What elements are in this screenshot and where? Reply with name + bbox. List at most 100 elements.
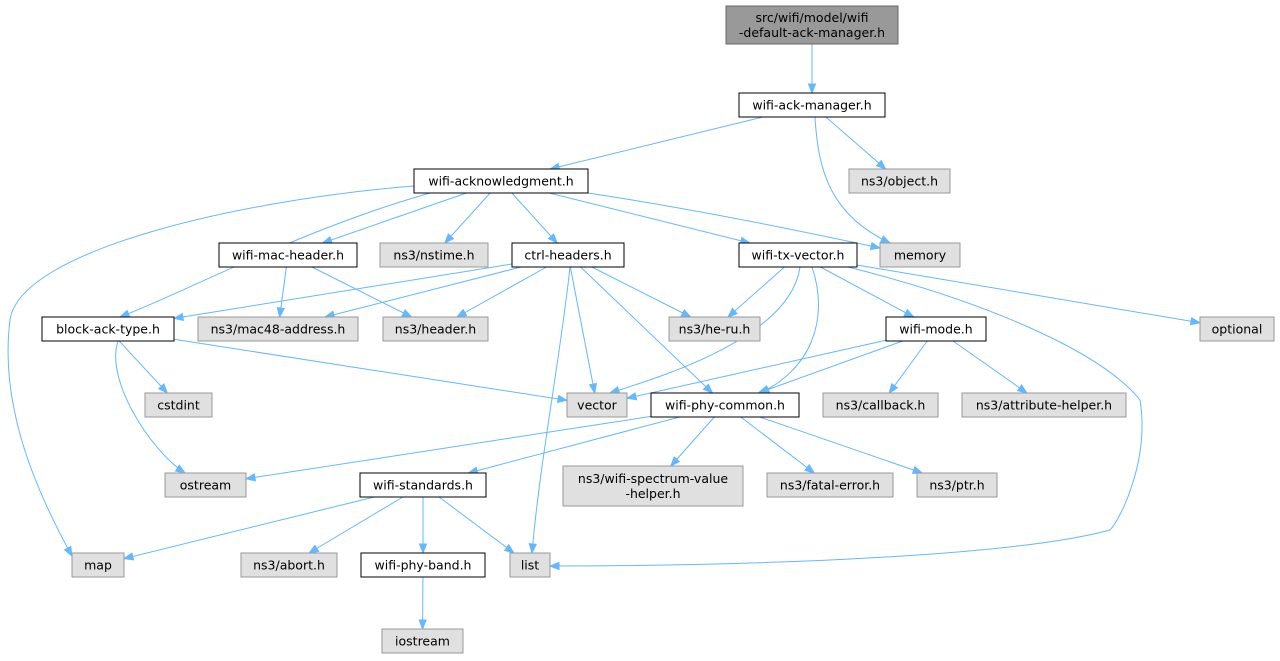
node-mode[interactable]: wifi-mode.h: [885, 316, 987, 342]
node-label: vector: [577, 398, 618, 413]
edge-band-to-iostream-arrowhead: [418, 619, 427, 631]
node-box: [164, 472, 247, 498]
edge-ackmgr-to-memory: [814, 116, 891, 244]
edge-ack-to-macheader-arrowhead: [321, 235, 333, 244]
node-macheader[interactable]: wifi-mac-header.h: [218, 242, 358, 268]
edge-mode-to-callback: [888, 340, 928, 394]
node-box: [218, 242, 358, 268]
node-ctrl[interactable]: ctrl-headers.h: [511, 242, 625, 268]
node-label: -helper.h: [625, 486, 680, 501]
node-label: ctrl-headers.h: [524, 248, 611, 263]
node-box: [562, 465, 744, 507]
edge-macheader-to-header: [311, 266, 412, 318]
edge-ack-to-blockack-arrowhead: [118, 309, 131, 318]
node-box: [885, 316, 987, 342]
node-label: ns3/abort.h: [253, 558, 325, 573]
node-label: wifi-tx-vector.h: [752, 248, 845, 263]
node-label: ns3/ptr.h: [929, 478, 984, 493]
edge-ack-to-macheader: [322, 192, 467, 244]
edge-mode-to-attrhelper-arrowhead: [1016, 384, 1029, 394]
edge-blockack-to-ostream-arrowhead: [174, 464, 187, 474]
node-label: map: [84, 558, 112, 573]
node-label: src/wifi/model/wifi: [756, 10, 869, 25]
edge-phycommon-to-standards: [468, 416, 680, 474]
edge-ack-to-nstime: [444, 192, 491, 244]
edge-ctrl-to-blockack: [173, 263, 513, 319]
node-band[interactable]: wifi-phy-band.h: [360, 552, 486, 578]
node-phycommon[interactable]: wifi-phy-common.h: [650, 392, 800, 418]
edge-ack-to-memory: [587, 192, 881, 249]
edge-ack-to-ctrl: [511, 192, 558, 244]
node-label: memory: [894, 248, 947, 263]
node-label: ns3/wifi-spectrum-value: [578, 471, 728, 486]
edge-standards-to-band-arrowhead: [418, 543, 428, 555]
node-txvector[interactable]: wifi-tx-vector.h: [738, 242, 858, 268]
edge-standards-to-map-arrowhead: [122, 552, 135, 561]
node-label: iostream: [395, 634, 450, 649]
node-box: [822, 392, 939, 418]
edge-mode-to-phycommon: [758, 340, 903, 394]
node-label: wifi-mac-header.h: [232, 248, 344, 263]
edge-phycommon-to-spectrum: [670, 416, 715, 467]
edge-root-to-ackmgr-arrowhead: [807, 83, 817, 95]
node-label: ns3/object.h: [861, 174, 938, 189]
edge-txvector-to-phycommon: [759, 266, 819, 394]
edge-ackmgr-to-memory-arrowhead: [879, 235, 892, 244]
edge-phycommon-to-spectrum-arrowhead: [669, 456, 681, 468]
edge-blockack-to-vector: [173, 338, 568, 401]
edge-ack-to-txvector: [549, 192, 750, 244]
node-box: [41, 316, 175, 342]
node-box: [197, 316, 359, 342]
node-label: -default-ack-manager.h: [739, 25, 885, 40]
node-box: [511, 242, 625, 268]
edge-ackmgr-to-object: [825, 116, 887, 170]
edge-phycommon-to-fatal: [740, 416, 815, 474]
node-ackmgr[interactable]: wifi-ack-manager.h: [738, 92, 886, 118]
node-ack[interactable]: wifi-acknowledgment.h: [413, 168, 589, 194]
node-box: [848, 168, 951, 194]
edge-ctrl-to-list: [531, 266, 571, 554]
edge-standards-to-map: [123, 496, 375, 560]
edge-phycommon-to-ostream: [245, 415, 652, 480]
edge-phycommon-to-ptr-arrowhead: [911, 465, 924, 474]
edge-mode-to-callback-arrowhead: [888, 382, 899, 395]
edge-ctrl-to-heru-arrowhead: [680, 308, 692, 318]
node-header: ns3/header.h: [382, 316, 489, 342]
node-callback: ns3/callback.h: [822, 392, 939, 418]
edge-mode-to-vector: [626, 339, 887, 399]
node-box: [879, 242, 961, 268]
edge-standards-to-abort-arrowhead: [307, 544, 320, 554]
node-box: [650, 392, 800, 418]
node-label: wifi-ack-manager.h: [752, 98, 871, 113]
node-nstime: ns3/nstime.h: [379, 242, 489, 268]
node-label: ns3/mac48-address.h: [211, 322, 346, 337]
node-blockack[interactable]: block-ack-type.h: [41, 316, 175, 342]
edge-phycommon-to-fatal-arrowhead: [804, 463, 816, 474]
node-abort: ns3/abort.h: [240, 552, 338, 578]
node-standards[interactable]: wifi-standards.h: [359, 472, 487, 498]
node-label: ns3/header.h: [395, 322, 476, 337]
edge-ackmgr-to-object-arrowhead: [875, 159, 887, 170]
node-box: [413, 168, 589, 194]
node-cstdint: cstdint: [144, 392, 213, 418]
edge-ctrl-to-blockack-arrowhead: [172, 312, 185, 322]
node-label: cstdint: [157, 398, 200, 413]
edge-ctrl-to-header-arrowhead: [455, 308, 468, 318]
node-box: [1199, 316, 1275, 342]
edge-mode-to-vector-arrowhead: [625, 392, 638, 401]
node-optional: optional: [1199, 316, 1275, 342]
edge-txvector-to-heru-arrowhead: [727, 307, 738, 318]
edge-phycommon-to-ptr: [759, 416, 923, 474]
node-box: [509, 552, 551, 578]
node-label: ostream: [180, 478, 231, 493]
node-root[interactable]: src/wifi/model/wifi-default-ack-manager.…: [725, 5, 899, 45]
edge-ctrl-to-vector-arrowhead: [588, 382, 598, 395]
node-box: [359, 472, 487, 498]
edge-phycommon-to-ostream-arrowhead: [244, 473, 257, 482]
node-mac48: ns3/mac48-address.h: [197, 316, 359, 342]
edge-ack-to-ctrl-arrowhead: [547, 233, 559, 245]
node-box: [566, 392, 628, 418]
edge-ctrl-to-header: [456, 266, 547, 318]
node-ptr: ns3/ptr.h: [916, 472, 998, 498]
node-label: ns3/fatal-error.h: [780, 478, 880, 493]
